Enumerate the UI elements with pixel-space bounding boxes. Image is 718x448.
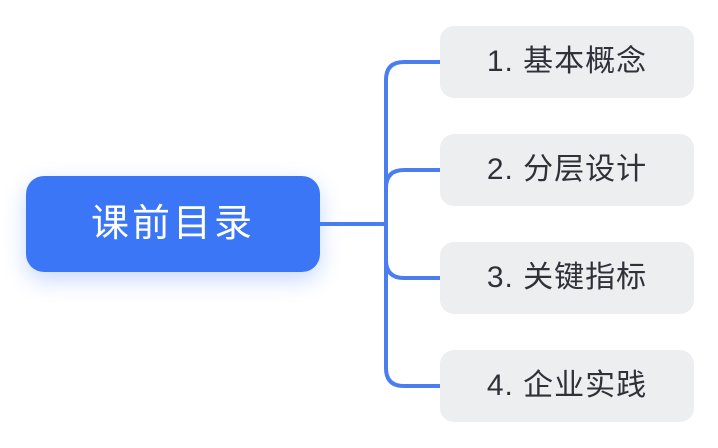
- child-node-4[interactable]: 4. 企业实践: [440, 350, 694, 422]
- connector-branch-3: [384, 258, 442, 280]
- root-node-label: 课前目录: [90, 203, 255, 245]
- connector-branch-2: [384, 168, 442, 190]
- child-node-4-label: 4. 企业实践: [486, 369, 648, 402]
- child-node-2-label: 2. 分层设计: [486, 153, 648, 186]
- child-node-1[interactable]: 1. 基本概念: [440, 26, 694, 98]
- child-node-1-label: 1. 基本概念: [486, 45, 648, 78]
- child-node-2[interactable]: 2. 分层设计: [440, 134, 694, 206]
- connector-branch-1: [384, 60, 442, 82]
- root-node[interactable]: 课前目录: [26, 176, 320, 272]
- child-node-3-label: 3. 关键指标: [486, 261, 648, 294]
- child-node-3[interactable]: 3. 关键指标: [440, 242, 694, 314]
- connector-branch-4: [384, 366, 442, 388]
